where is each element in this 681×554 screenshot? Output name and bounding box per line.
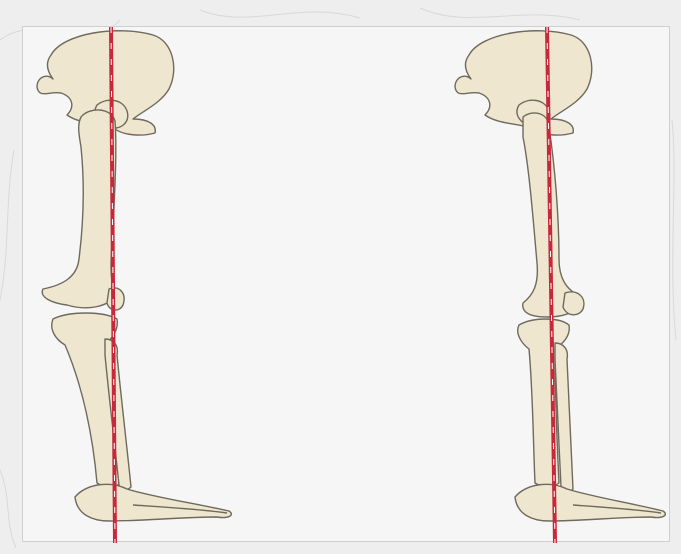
- diagram-panel: [22, 26, 670, 542]
- femur-bone: [42, 110, 116, 308]
- foot-bone: [515, 484, 665, 521]
- patella-bone: [563, 292, 584, 315]
- right-leg-skeleton: [441, 27, 671, 543]
- foot-bone: [75, 484, 231, 521]
- left-leg-skeleton: [23, 27, 253, 543]
- patella-bone: [107, 288, 124, 310]
